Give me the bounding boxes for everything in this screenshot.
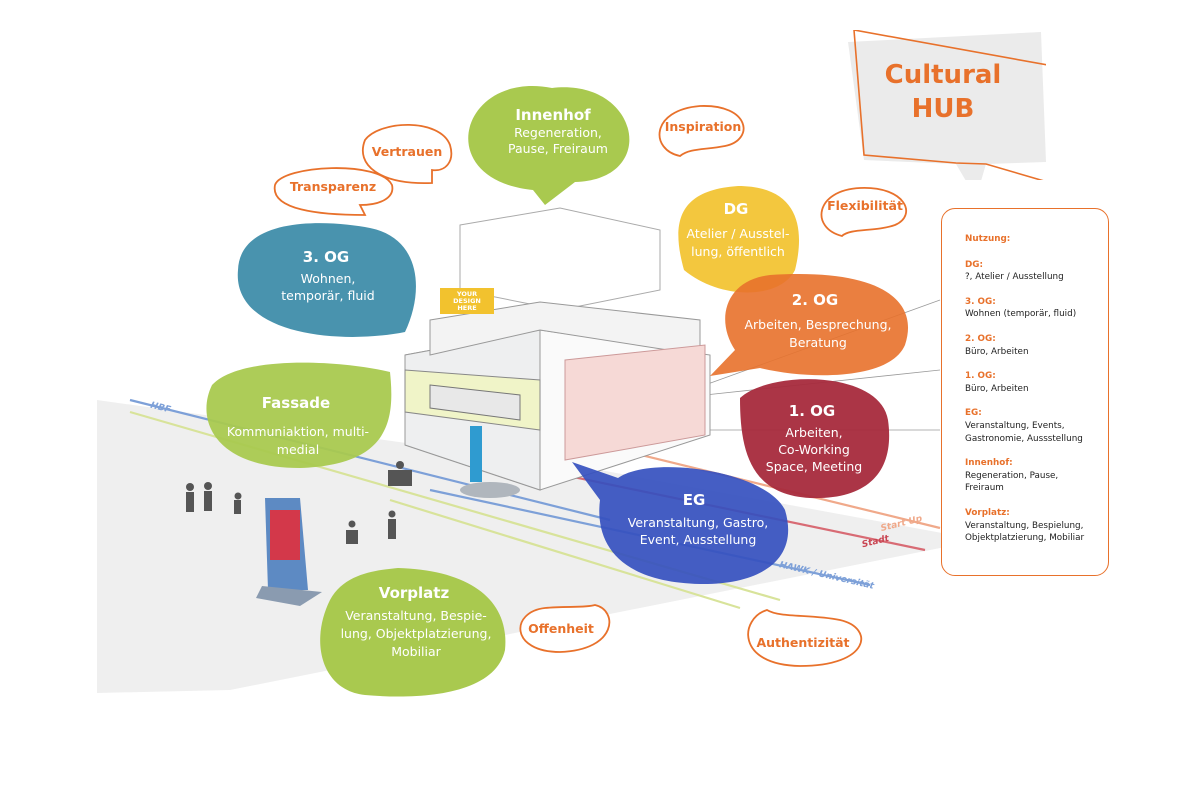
panel-item-og2: 2. OG: Büro, Arbeiten [965, 333, 1098, 358]
hub-bubble [848, 30, 1046, 180]
billboard-line2: DESIGN [453, 297, 481, 305]
panel-heading: Nutzung: [965, 234, 1011, 244]
people-group [186, 461, 412, 544]
panel-key: Innenhof: [965, 458, 1013, 469]
bubble-dg-title: DG [724, 200, 749, 218]
panel-value: Büro, Arbeiten [965, 383, 1029, 394]
bubble-og3-title: 3. OG [303, 248, 349, 266]
bubble-innenhof-title: Innenhof [515, 106, 591, 124]
panel-key: Vorplatz: [965, 507, 1010, 518]
kw-vertrauen-shape [362, 124, 453, 184]
bubble-dg-line1: Atelier / Ausstel- [687, 226, 790, 241]
bubble-vorplatz-line2: lung, Objektplatzierung, [341, 626, 492, 641]
bicycles [460, 482, 520, 498]
bubble-og1-line2: Co-Working [778, 442, 850, 457]
bubble-vorplatz-title: Vorplatz [379, 584, 450, 602]
bubble-og1-title: 1. OG [789, 402, 835, 420]
bubble-fassade-line2: medial [277, 442, 319, 457]
kw-offenheit: Offenheit [528, 621, 594, 636]
hub-bubble-outline [853, 30, 1046, 180]
panel-value: Wohnen (temporär, fluid) [965, 309, 1077, 320]
kw-inspiration-shape [658, 105, 745, 157]
bubble-eg-line1: Veranstaltung, Gastro, [628, 515, 768, 530]
panel-value: Regeneration, Pause, Freiraum [965, 470, 1059, 494]
kw-transparenz-shape [274, 167, 394, 216]
bubble-og3: 3. OG Wohnen, temporär, fluid [237, 223, 438, 348]
panel-key: EG: [965, 408, 982, 419]
bubble-og2: 2. OG Arbeiten, Besprechung, Beratung [710, 274, 909, 376]
kw-offenheit-shape [519, 604, 611, 653]
sculpture-base [256, 586, 322, 606]
bubble-vorplatz-shape [320, 545, 506, 697]
bubble-eg: EG Veranstaltung, Gastro, Event, Ausstel… [572, 462, 789, 585]
panel-item-innenhof: Innenhof: Regeneration, Pause, Freiraum [965, 457, 1098, 495]
bubble-og1-shape [698, 379, 890, 499]
road-startup [599, 443, 941, 530]
kw-flexibilitaet-shape [820, 187, 907, 237]
billboard [440, 288, 494, 314]
panel-key: 1. OG: [965, 371, 996, 382]
bubble-dg-line2: lung, öffentlich [691, 244, 785, 259]
bubble-eg-title: EG [683, 491, 706, 509]
facade-display [429, 384, 521, 421]
bubble-vorplatz-line1: Veranstaltung, Bespie- [345, 608, 487, 623]
nutzung-panel: Nutzung: DG: ?, Atelier / Ausstellung 3.… [941, 208, 1109, 576]
panel-item-vorplatz: Vorplatz: Veranstaltung, Bespielung, Obj… [965, 507, 1098, 545]
building: YOUR DESIGN HERE [404, 207, 711, 498]
info-stele [470, 426, 482, 482]
bubble-fassade-shape [206, 360, 412, 468]
keyword-outlines [274, 105, 907, 667]
kw-flexibilitaet: Flexibilität [827, 198, 903, 213]
bubble-og3-line1: Wohnen, [301, 271, 356, 286]
bubble-innenhof-line2: Pause, Freiraum [508, 141, 608, 156]
billboard-line1: YOUR [456, 290, 477, 298]
panel-value: Veranstaltung, Events, Gastronomie, Auss… [965, 420, 1083, 444]
art-sculpture-face [270, 510, 300, 560]
bubble-og3-line2: temporär, fluid [281, 288, 374, 303]
bubble-eg-line2: Event, Ausstellung [640, 532, 757, 547]
bubble-vorplatz: Vorplatz Veranstaltung, Bespie- lung, Ob… [320, 545, 506, 697]
bubble-fassade: Fassade Kommuniaktion, multi- medial [206, 360, 412, 468]
kw-transparenz: Transparenz [290, 179, 376, 194]
panel-key: 3. OG: [965, 296, 996, 307]
panel-key: DG: [965, 259, 984, 270]
hub-title-line1: Cultural [884, 60, 1002, 90]
office-floors [564, 344, 706, 461]
bubble-og2-shape [710, 274, 909, 376]
panel-item-og3: 3. OG: Wohnen (temporär, fluid) [965, 296, 1098, 321]
bubble-innenhof: Innenhof Regeneration, Pause, Freiraum [468, 86, 630, 205]
bubble-vorplatz-line3: Mobiliar [391, 644, 441, 659]
bubble-og2-line1: Arbeiten, Besprechung, [744, 317, 891, 332]
panel-item-og1: 1. OG: Büro, Arbeiten [965, 370, 1098, 395]
bubble-og3-shape [237, 223, 438, 348]
bubble-og1-line1: Arbeiten, [785, 425, 842, 440]
bubble-innenhof-shape [468, 86, 630, 205]
billboard-line3: HERE [457, 304, 476, 312]
vorplatz-objects [186, 461, 412, 606]
kw-vertrauen: Vertrauen [372, 144, 442, 159]
panel-value: ?, Atelier / Ausstellung [965, 272, 1064, 283]
bubble-eg-shape [572, 462, 789, 585]
bubble-innenhof-line1: Regeneration, [514, 125, 602, 140]
panel-value: Veranstaltung, Bespielung, Objektplatzie… [965, 520, 1085, 544]
bubble-fassade-line1: Kommuniaktion, multi- [227, 424, 369, 439]
kw-inspiration: Inspiration [665, 119, 742, 134]
panel-item-eg: EG: Veranstaltung, Events, Gastronomie, … [965, 407, 1098, 445]
hub-bubble-fill [848, 32, 1046, 180]
hub-title-line2: HUB [911, 94, 975, 124]
road-green-2 [389, 498, 741, 610]
bubble-og1-line3: Space, Meeting [766, 459, 862, 474]
hub-title: Cultural HUB [868, 58, 1018, 126]
kw-authentizitaet-shape [747, 609, 863, 667]
panel-item-dg: DG: ?, Atelier / Ausstellung [965, 259, 1098, 284]
bubble-fassade-title: Fassade [262, 394, 330, 412]
panel-value: Büro, Arbeiten [965, 346, 1029, 357]
bubble-og2-line2: Beratung [789, 335, 847, 350]
bubble-og1: 1. OG Arbeiten, Co-Working Space, Meetin… [698, 379, 890, 499]
kw-authentizitaet: Authentizität [756, 635, 849, 650]
panel-key: 2. OG: [965, 333, 996, 344]
bubble-og2-title: 2. OG [792, 291, 838, 309]
